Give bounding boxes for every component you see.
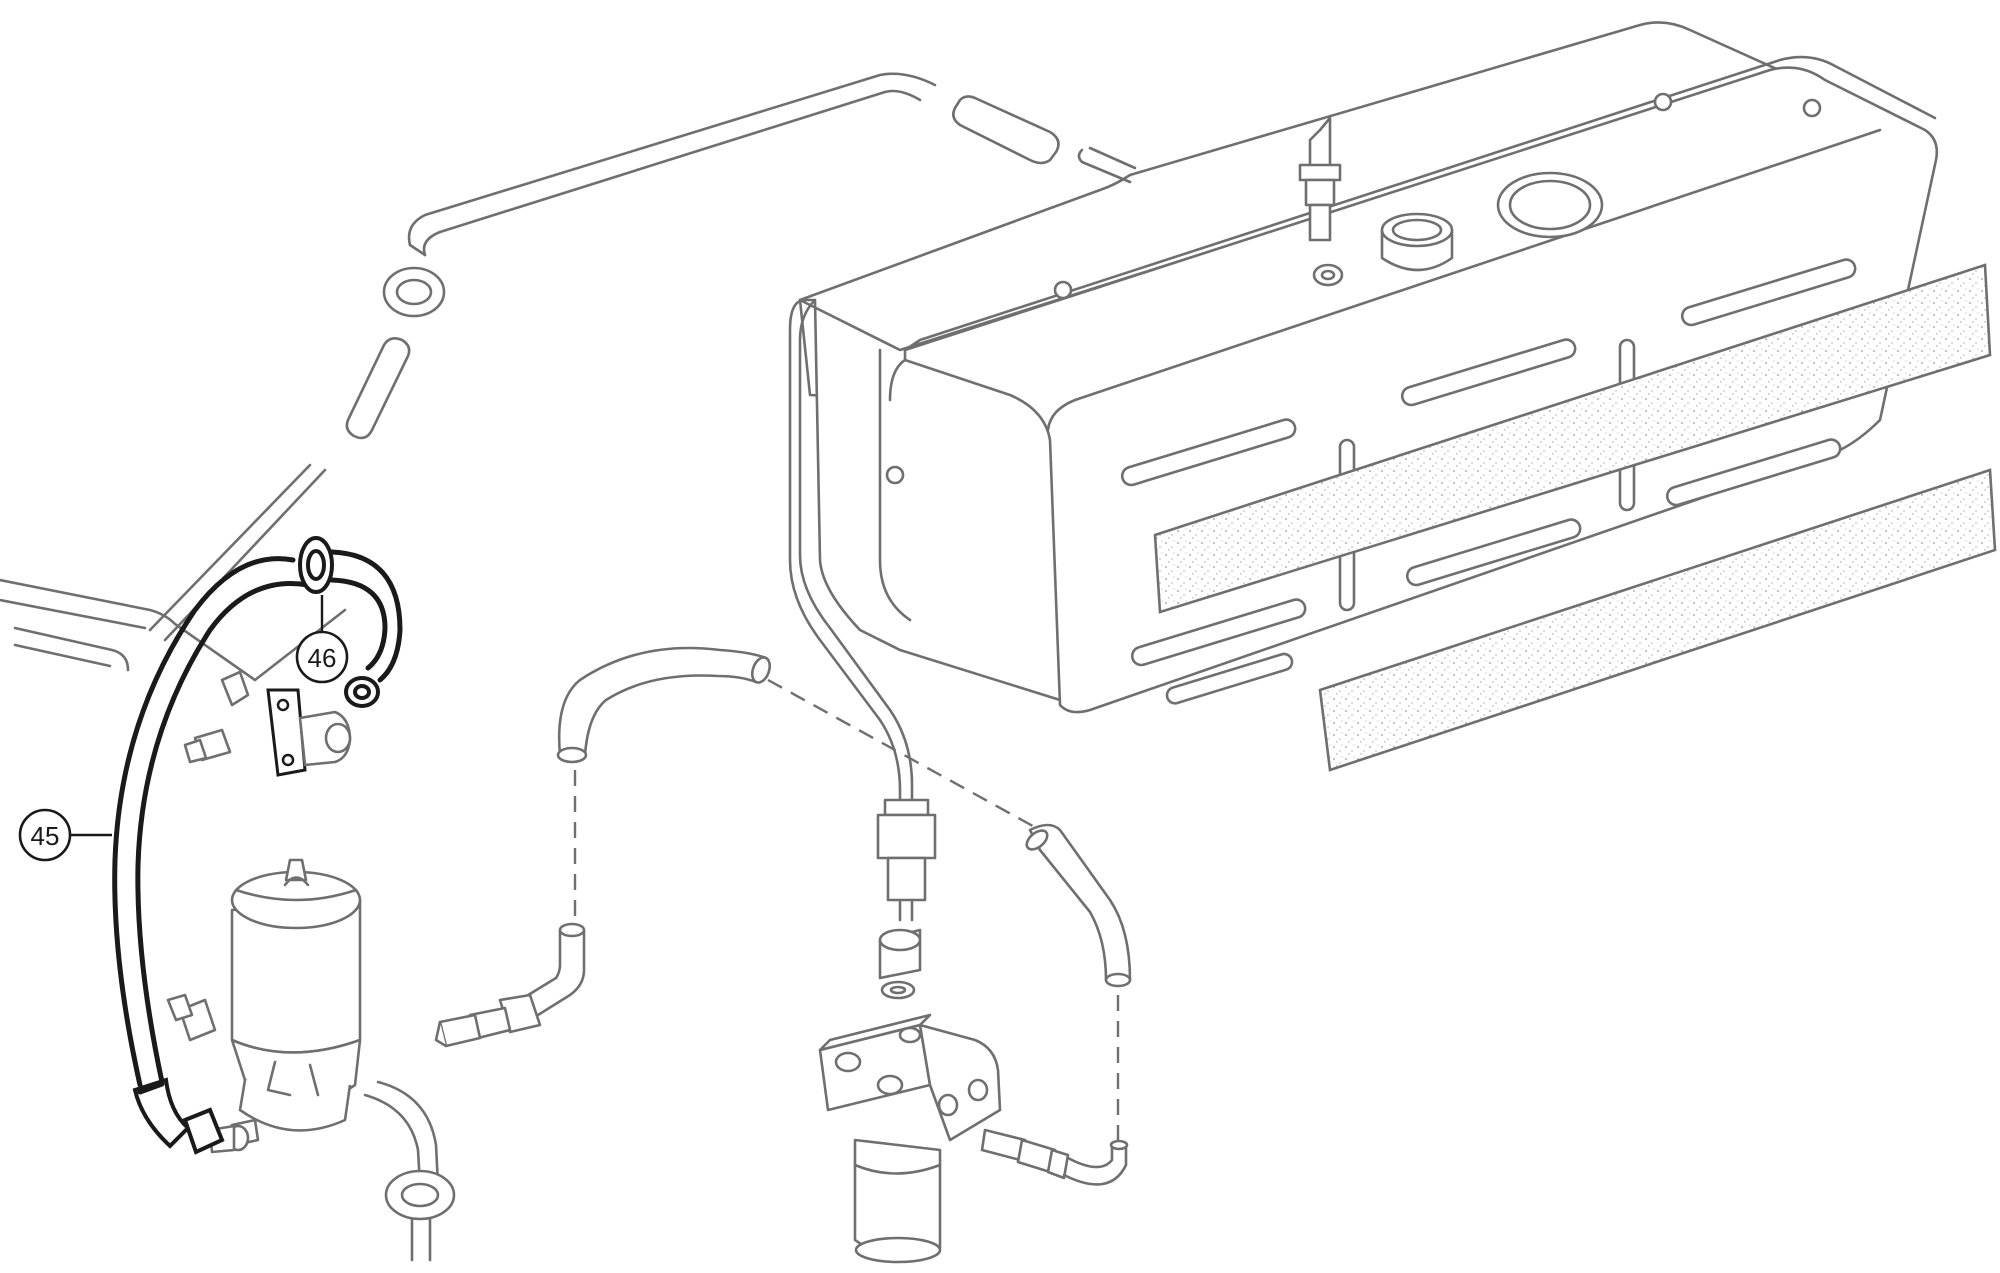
mounting-bracket <box>183 688 352 777</box>
callout-45-label: 45 <box>31 821 60 851</box>
pipe-union-left <box>434 922 586 1048</box>
fuel-pump <box>166 858 362 1154</box>
feed-pipe <box>788 116 1344 1000</box>
hose-lower-right <box>1025 823 1132 988</box>
foam-strip-upper <box>1153 263 1992 614</box>
vent-pipe <box>345 72 1137 440</box>
fuel-filter <box>818 1013 1129 1264</box>
pipe-46 <box>298 536 403 708</box>
curved-hose <box>556 646 772 764</box>
pipe-45 <box>112 556 311 1155</box>
foam-strip-lower <box>1318 468 1997 772</box>
callout-45: 45 <box>18 808 112 862</box>
pump-outlet-pipe <box>363 1080 456 1262</box>
callout-46-label: 46 <box>308 643 337 673</box>
callout-46: 46 <box>295 595 349 684</box>
